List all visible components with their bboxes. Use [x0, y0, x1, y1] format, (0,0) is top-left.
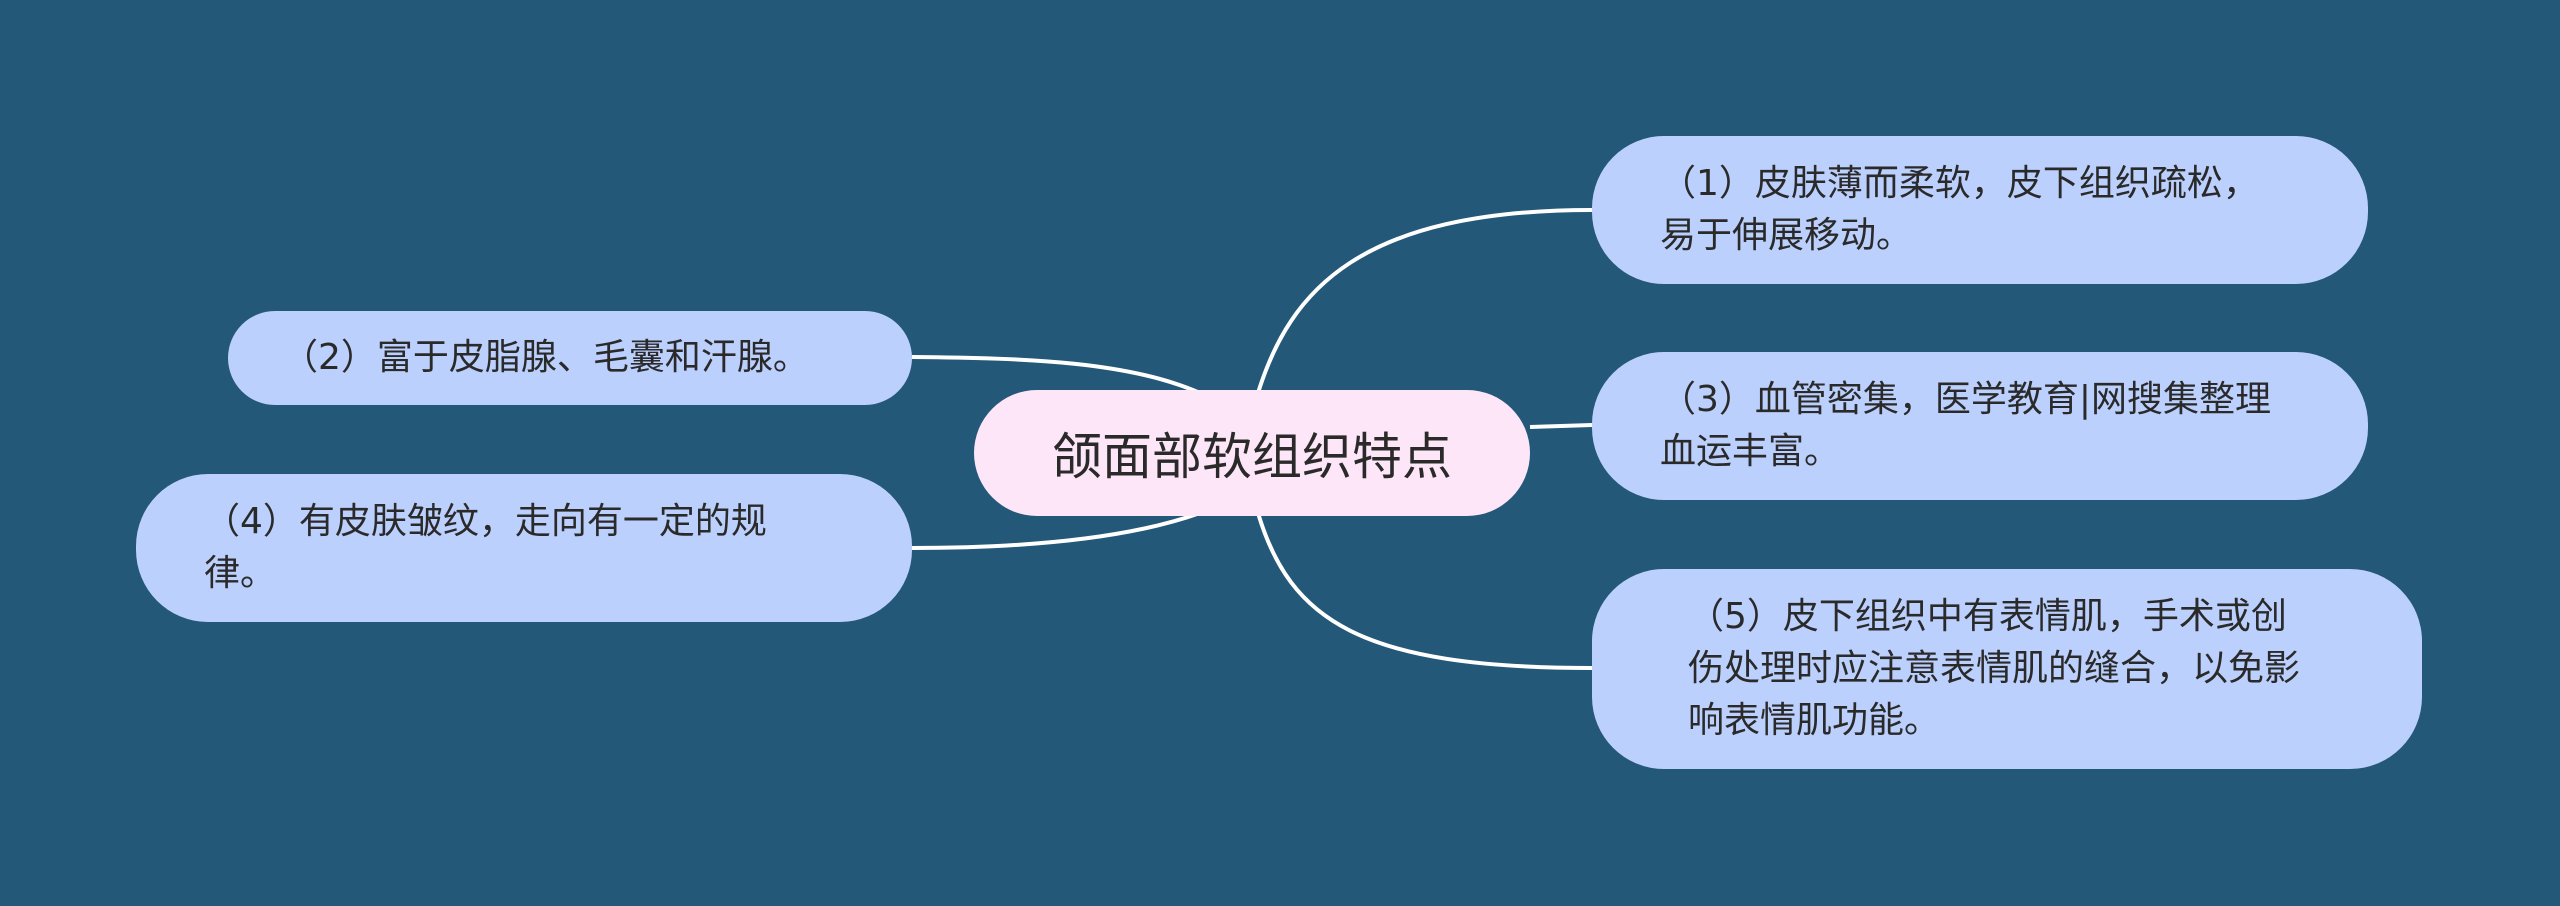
branch-node-1[interactable]: （1）皮肤薄而柔软，皮下组织疏松，易于伸展移动。 [1592, 136, 2368, 284]
branch-node-1-label: （1）皮肤薄而柔软，皮下组织疏松，易于伸展移动。 [1660, 163, 2259, 256]
branch-node-5[interactable]: （5）皮下组织中有表情肌，手术或创伤处理时应注意表情肌的缝合，以免影响表情肌功能… [1592, 569, 2422, 769]
connector-center-to-b4 [911, 511, 1201, 550]
branch-node-3[interactable]: （3）血管密集，医学教育|网搜集整理血运丰富。 [1592, 352, 2368, 500]
connector-center-to-b3 [1529, 423, 1593, 429]
central-topic-label: 颌面部软组织特点 [1052, 428, 1452, 486]
connector-center-to-b1 [1256, 208, 1593, 394]
connector-center-to-b5 [1256, 512, 1593, 670]
branch-node-4[interactable]: （4）有皮肤皱纹，走向有一定的规律。 [136, 474, 912, 622]
branch-node-2[interactable]: （2）富于皮脂腺、毛囊和汗腺。 [228, 311, 912, 405]
branch-node-4-label: （4）有皮肤皱纹，走向有一定的规律。 [204, 501, 767, 594]
branch-node-5-label: （5）皮下组织中有表情肌，手术或创伤处理时应注意表情肌的缝合，以免影响表情肌功能… [1688, 596, 2301, 741]
central-topic[interactable]: 颌面部软组织特点 [974, 390, 1530, 516]
branch-node-2-label: （2）富于皮脂腺、毛囊和汗腺。 [282, 337, 809, 378]
connector-center-to-b2 [911, 355, 1201, 395]
branch-node-3-label: （3）血管密集，医学教育|网搜集整理血运丰富。 [1660, 379, 2272, 472]
